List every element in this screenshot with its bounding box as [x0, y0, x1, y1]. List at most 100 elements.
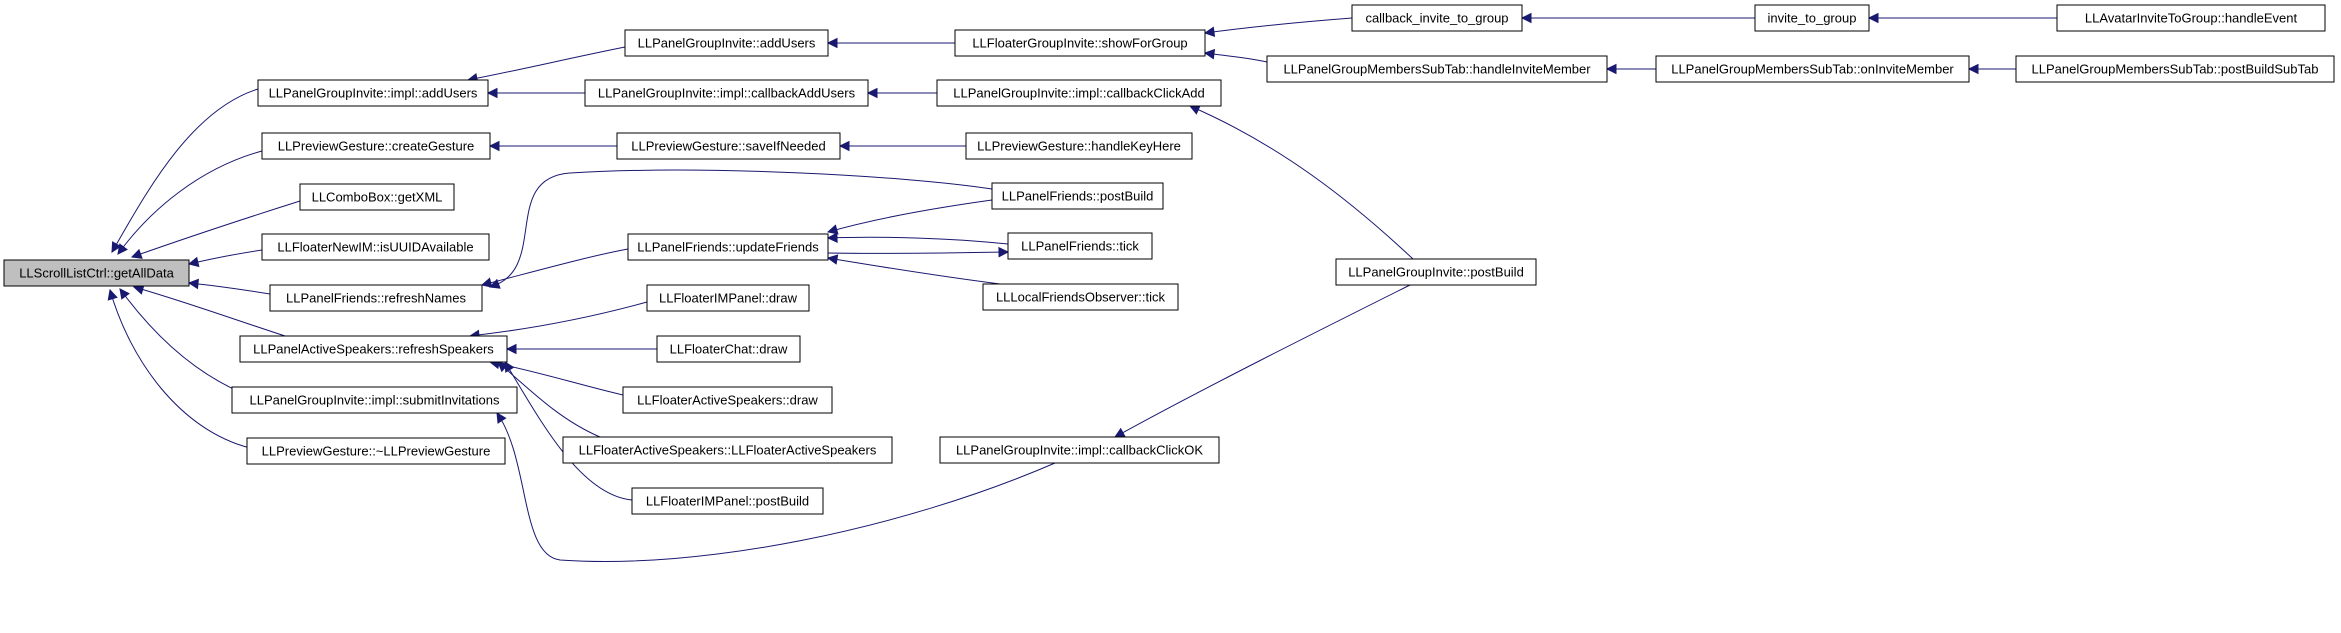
edge-invite_to_group-to-cb_invite — [1520, 12, 1755, 24]
edge-line — [496, 412, 1056, 562]
node-label: LLScrollListCtrl::getAllData — [19, 266, 174, 281]
node-box[interactable] — [231, 386, 518, 414]
node-box[interactable] — [1351, 4, 1523, 32]
node-label: invite_to_group — [1768, 11, 1857, 26]
edge-pgmst_onInvite-to-pgmst_handleInvite — [1605, 63, 1656, 75]
node-box[interactable] — [261, 233, 490, 261]
node-label: LLPreviewGesture::handleKeyHere — [977, 139, 1181, 154]
edge-layer — [107, 12, 2057, 562]
node-pgi_postBuild[interactable]: LLPanelGroupInvite::postBuild — [1335, 258, 1537, 286]
edge-pgi_addUsers-to-root — [111, 88, 259, 253]
node-fas_ctor[interactable]: LLFloaterActiveSpeakers::LLFloaterActive… — [562, 436, 893, 464]
node-root[interactable]: LLScrollListCtrl::getAllData — [3, 259, 190, 287]
edge-line — [117, 150, 263, 255]
node-box[interactable] — [656, 335, 801, 363]
node-pgmst_postBuildSubTab[interactable]: LLPanelGroupMembersSubTab::postBuildSubT… — [2015, 55, 2335, 83]
node-label: LLPanelGroupInvite::impl::callbackClickO… — [956, 443, 1203, 458]
node-box[interactable] — [624, 29, 829, 57]
node-box[interactable] — [622, 386, 833, 414]
node-pgi_cbClickAdd[interactable]: LLPanelGroupInvite::impl::callbackClickA… — [936, 79, 1222, 107]
node-lfo_tick[interactable]: LLLocalFriendsObserver::tick — [982, 283, 1179, 311]
edge-fimp_draw-to-pas_refreshSpeakers — [468, 301, 648, 341]
edge-line — [827, 199, 993, 233]
node-box[interactable] — [631, 487, 824, 515]
node-box[interactable] — [299, 183, 455, 211]
node-box[interactable] — [584, 79, 869, 107]
node-box[interactable] — [1007, 232, 1153, 260]
node-fgi_showForGroup[interactable]: LLFloaterGroupInvite::showForGroup — [954, 29, 1206, 57]
node-pgi_addUsers[interactable]: LLPanelGroupInvite::impl::addUsers — [257, 79, 489, 107]
edge-line — [827, 236, 1009, 245]
node-label: LLPanelGroupMembersSubTab::onInviteMembe… — [1671, 62, 1954, 77]
edge-pgi_cbAddUsers-to-pgi_addUsers — [486, 87, 585, 99]
edge-avatar_handleEvent-to-invite_to_group — [1867, 12, 2057, 24]
node-label: LLPreviewGesture::saveIfNeeded — [631, 139, 825, 154]
node-box[interactable] — [954, 29, 1206, 57]
node-box[interactable] — [2056, 4, 2326, 32]
node-box[interactable] — [1266, 55, 1608, 83]
node-combo_getXML[interactable]: LLComboBox::getXML — [299, 183, 455, 211]
node-avatar_handleEvent[interactable]: LLAvatarInviteToGroup::handleEvent — [2056, 4, 2326, 32]
node-label: LLPanelFriends::tick — [1021, 239, 1139, 254]
node-pf_tick[interactable]: LLPanelFriends::tick — [1007, 232, 1153, 260]
node-box[interactable] — [3, 259, 190, 287]
edge-fnim_isUUID-to-root — [187, 249, 263, 268]
node-box[interactable] — [616, 132, 841, 160]
edge-fgi_showForGroup-to-pgi2_addUsers — [826, 37, 955, 49]
node-box[interactable] — [1335, 258, 1537, 286]
node-box[interactable] — [991, 182, 1164, 210]
node-fnim_isUUID[interactable]: LLFloaterNewIM::isUUIDAvailable — [261, 233, 490, 261]
node-box[interactable] — [269, 284, 483, 312]
node-label: callback_invite_to_group — [1365, 11, 1508, 26]
edge-arrowhead — [117, 243, 128, 255]
node-cb_invite[interactable]: callback_invite_to_group — [1351, 4, 1523, 32]
node-box[interactable] — [1754, 4, 1870, 32]
edge-pf_postBuild-to-pf_refreshNames — [488, 169, 993, 289]
node-box[interactable] — [562, 436, 893, 464]
node-box[interactable] — [646, 284, 810, 312]
node-box[interactable] — [627, 233, 829, 261]
node-pg_saveIfNeeded[interactable]: LLPreviewGesture::saveIfNeeded — [616, 132, 841, 160]
node-box[interactable] — [239, 335, 508, 363]
node-pgi2_addUsers[interactable]: LLPanelGroupInvite::addUsers — [624, 29, 829, 57]
node-box[interactable] — [261, 132, 491, 160]
node-box[interactable] — [257, 79, 489, 107]
node-pgmst_onInvite[interactable]: LLPanelGroupMembersSubTab::onInviteMembe… — [1655, 55, 1970, 83]
node-pg_handleKeyHere[interactable]: LLPreviewGesture::handleKeyHere — [965, 132, 1193, 160]
node-label: LLLocalFriendsObserver::tick — [996, 290, 1166, 305]
node-label: LLPreviewGesture::createGesture — [278, 139, 475, 154]
node-fc_draw[interactable]: LLFloaterChat::draw — [656, 335, 801, 363]
node-pf_refreshNames[interactable]: LLPanelFriends::refreshNames — [269, 284, 483, 312]
node-label: LLPanelGroupInvite::addUsers — [638, 36, 816, 51]
node-pf_postBuild[interactable]: LLPanelFriends::postBuild — [991, 182, 1164, 210]
edge-line — [504, 361, 633, 501]
node-pas_refreshSpeakers[interactable]: LLPanelActiveSpeakers::refreshSpeakers — [239, 335, 508, 363]
node-fimp_postBuild[interactable]: LLFloaterIMPanel::postBuild — [631, 487, 824, 515]
node-pgmst_handleInvite[interactable]: LLPanelGroupMembersSubTab::handleInviteM… — [1266, 55, 1608, 83]
node-fas_draw[interactable]: LLFloaterActiveSpeakers::draw — [622, 386, 833, 414]
edge-pf_postBuild-to-pf_updateFriends — [826, 199, 993, 235]
edge-pf_updateFriends-to-pf_tick — [827, 246, 1010, 258]
node-invite_to_group[interactable]: invite_to_group — [1754, 4, 1870, 32]
node-box[interactable] — [246, 437, 506, 465]
node-box[interactable] — [1655, 55, 1970, 83]
edge-arrowhead — [826, 224, 839, 235]
node-pgi_submit[interactable]: LLPanelGroupInvite::impl::submitInvitati… — [231, 386, 518, 414]
node-pg_dtor[interactable]: LLPreviewGesture::~LLPreviewGesture — [246, 437, 506, 465]
node-label: LLFloaterActiveSpeakers::LLFloaterActive… — [579, 443, 877, 458]
node-box[interactable] — [965, 132, 1193, 160]
node-pgi_cbClickOK[interactable]: LLPanelGroupInvite::impl::callbackClickO… — [939, 436, 1220, 464]
node-box[interactable] — [939, 436, 1220, 464]
node-pf_updateFriends[interactable]: LLPanelFriends::updateFriends — [627, 233, 829, 261]
edge-arrowhead — [486, 87, 498, 99]
node-label: LLFloaterNewIM::isUUIDAvailable — [277, 240, 473, 255]
node-pg_createGesture[interactable]: LLPreviewGesture::createGesture — [261, 132, 491, 160]
node-fimp_draw[interactable]: LLFloaterIMPanel::draw — [646, 284, 810, 312]
node-box[interactable] — [982, 283, 1179, 311]
node-label: LLPanelActiveSpeakers::refreshSpeakers — [253, 342, 494, 357]
edge-arrowhead — [187, 256, 200, 268]
node-box[interactable] — [936, 79, 1222, 107]
node-box[interactable] — [2015, 55, 2335, 83]
node-pgi_cbAddUsers[interactable]: LLPanelGroupInvite::impl::callbackAddUse… — [584, 79, 869, 107]
edge-lfo_tick-to-pf_updateFriends — [826, 254, 1001, 285]
